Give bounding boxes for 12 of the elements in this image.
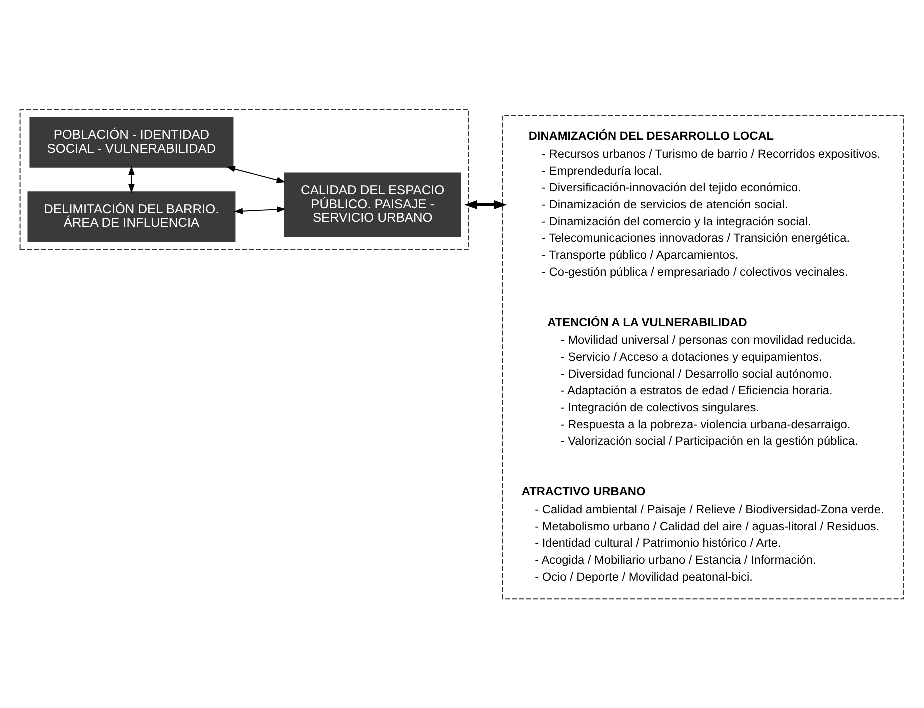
cluster (20, 108, 470, 250)
node-box: DELIMITACIÓN DEL BARRIO. ÁREA DE INFLUENCIA (28, 191, 236, 242)
arrow (464, 200, 508, 209)
node-text: ATENCIÓN A LA VULNERABILIDAD - Movilidad universal / personas con movilidad reducida. - Servicio / Acceso a dotaciones y equipamientos. - Diversidad funcional / Desarrollo social autónomo. - Adaptación a estratos de edad / Eficiencia horaria. - Integración de colectivos singulares. - Respuesta a la pobreza- violencia urbana-desarraigo. - Valorización social / Participación en la gestión pública. (548, 314, 858, 448)
node-box: POBLACIÓN - IDENTIDAD SOCIAL - VULNERABILIDAD (30, 116, 234, 168)
node-text: DINAMIZACIÓN DEL DESARROLLO LOCAL - Recursos urbanos / Turismo de barrio / Recorridos expositivos. - Emprendeduría local. - Diversificación-innovación del tejido económico. - Dinamización de servicios de atención social. - Dinamización del comercio y la integración social. - Telecomunicaciones innovadoras / Transición energética. - Transporte público / Aparcamientos. - Co-gestión pública / empresariado / colectivos vecinales. (528, 128, 881, 278)
arrow (234, 206, 286, 214)
node-text: ATRACTIVO URBANO - Calidad ambiental / Paisaje / Relieve / Biodiversidad-Zona verde. - Metabolismo urbano / Calidad del aire / aguas-litoral / Residuos. - Identidad cultural / Patrimonio histórico / Arte. - Acogida / Mobiliario urbano / Estancia / Información. - Ocio / Deporte / Movilidad peatonal-bici. (522, 484, 884, 584)
node-box: CALIDAD DEL ESPACIO PÚBLICO. PAISAJE - SERVICIO URBANO (284, 172, 462, 237)
arrow (128, 166, 135, 193)
arrow (226, 166, 286, 183)
cluster (502, 114, 904, 600)
